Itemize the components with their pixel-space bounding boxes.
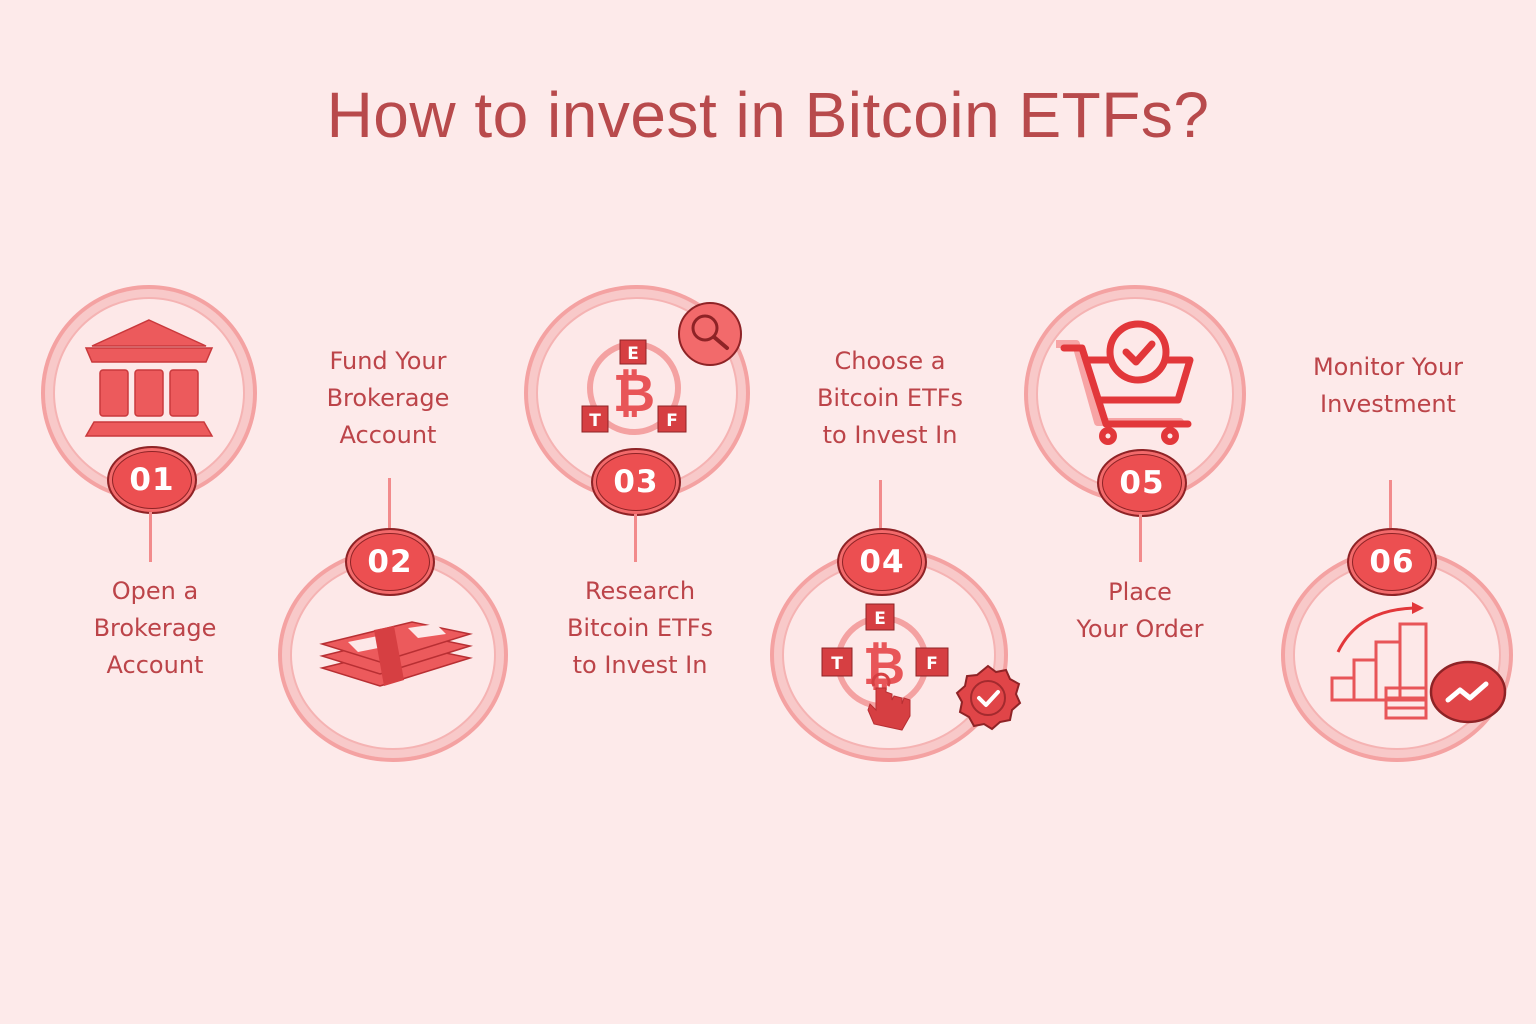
- step-05-connector: [1139, 514, 1142, 562]
- trend-up-badge-icon: [1429, 660, 1507, 724]
- etf-letter-f: F: [926, 654, 938, 674]
- verified-badge-icon: [955, 664, 1022, 731]
- step-04-badge: 04: [837, 528, 927, 596]
- etf-letter-e: E: [627, 344, 639, 364]
- growth-chart-icon: [1330, 602, 1428, 720]
- magnifier-icon: [678, 302, 742, 366]
- step-04-label: Choose a Bitcoin ETFs to Invest In: [816, 347, 964, 449]
- money-stack-icon: [319, 621, 473, 687]
- bitcoin-etf-icon: ₿ E T F: [581, 339, 687, 435]
- step-01-label: Open a Brokerage Account: [93, 577, 217, 679]
- step-05-label: Place Your Order: [1076, 578, 1204, 643]
- page-title: How to invest in Bitcoin ETFs?: [326, 79, 1210, 151]
- svg-text:₿: ₿: [863, 637, 905, 697]
- etf-letter-t: T: [831, 654, 843, 674]
- step-03-connector: [634, 514, 637, 562]
- step-06-label: Monitor Your Investment: [1312, 353, 1464, 418]
- etf-letter-e: E: [874, 609, 886, 629]
- step-04-connector: [879, 480, 882, 528]
- step-05-badge: 05: [1097, 449, 1187, 517]
- step-01-connector: [149, 512, 152, 562]
- cart-check-icon: [1056, 320, 1194, 445]
- etf-letter-f: F: [666, 411, 678, 431]
- svg-text:₿: ₿: [613, 364, 655, 424]
- etf-letter-t: T: [589, 411, 601, 431]
- bitcoin-etf-select-icon: ₿ E T F: [821, 603, 949, 731]
- step-02-connector: [388, 478, 391, 528]
- step-02-label: Fund Your Brokerage Account: [326, 347, 450, 449]
- step-03-label: Research Bitcoin ETFs to Invest In: [566, 577, 714, 679]
- step-01-badge: 01: [107, 446, 197, 514]
- bank-icon: [84, 319, 214, 437]
- step-02-badge: 02: [345, 528, 435, 596]
- step-03-badge: 03: [591, 448, 681, 516]
- step-06-badge: 06: [1347, 528, 1437, 596]
- step-06-connector: [1389, 480, 1392, 528]
